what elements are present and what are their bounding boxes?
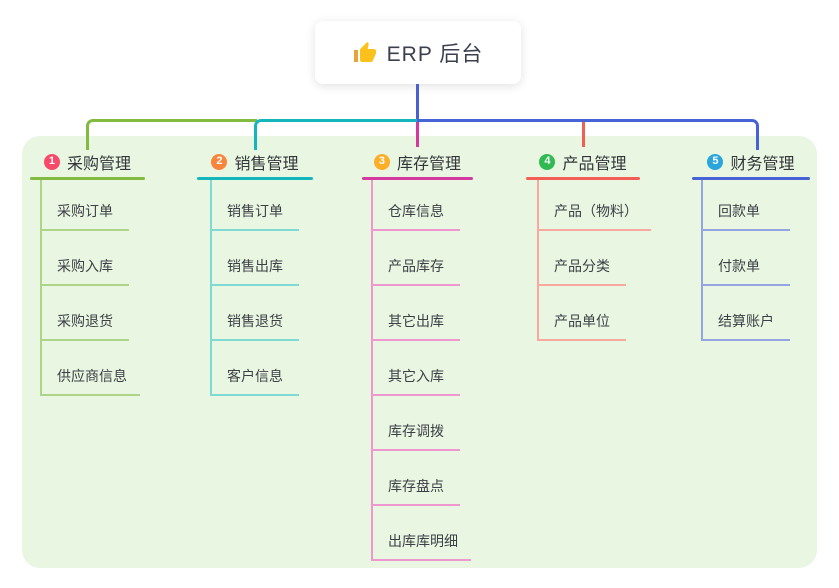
child-node[interactable]: 采购订单 [42,180,129,231]
child-node[interactable]: 采购入库 [42,231,129,286]
branch-2: 2 销售管理销售订单销售出库销售退货客户信息 [197,146,313,396]
child-node-label: 产品库存 [388,258,444,274]
root-node[interactable]: ERP 后台 [315,21,521,84]
branch-4-connector [582,122,585,147]
child-node-label: 结算账户 [718,313,774,329]
child-node-label: 付款单 [718,258,760,274]
child-node-label: 产品（物料） [554,203,638,219]
child-node[interactable]: 客户信息 [212,341,299,396]
branch-underline [197,177,313,180]
branch-children: 采购订单采购入库采购退货供应商信息 [40,180,140,396]
branch-2-node[interactable]: 2 销售管理 [197,146,313,177]
child-node[interactable]: 结算账户 [703,286,790,341]
branch-number-badge: 3 [373,153,390,170]
child-node[interactable]: 付款单 [703,231,790,286]
child-node[interactable]: 供应商信息 [42,341,140,396]
child-node[interactable]: 回款单 [703,180,790,231]
branch-number-badge: 1 [43,153,60,170]
branch-3: 3 库存管理仓库信息产品库存其它出库其它入库库存调拨库存盘点出库库明细 [362,146,473,561]
child-node-label: 其它出库 [388,313,444,329]
child-node-label: 销售出库 [227,258,283,274]
branch-1-connector [86,119,257,150]
branch-2-connector [254,119,420,150]
mindmap-panel [22,136,817,568]
branch-underline [362,177,473,180]
child-node-label: 采购退货 [57,313,113,329]
branch-children: 回款单付款单结算账户 [701,180,790,341]
child-node[interactable]: 库存盘点 [373,451,460,506]
branch-1-node[interactable]: 1 采购管理 [30,146,145,177]
branch-3-connector [416,122,419,147]
child-node-label: 供应商信息 [57,368,127,384]
branch-5-node[interactable]: 5 财务管理 [692,146,810,177]
branch-4: 4 产品管理产品（物料） 产品分类产品单位 [526,146,651,341]
child-node-label: 产品分类 [554,258,610,274]
branch-underline [526,177,640,180]
child-node-label: 销售退货 [227,313,283,329]
root-title: ERP 后台 [386,42,484,66]
branch-title: 财务管理 [730,155,795,173]
branch-underline [30,177,145,180]
branch-3-node[interactable]: 3 库存管理 [362,146,473,177]
child-node[interactable]: 库存调拨 [373,396,460,451]
root-stem-line [416,84,419,120]
thumbs-up-icon [353,41,376,62]
branch-number-badge: 2 [211,153,228,170]
branch-children: 仓库信息产品库存其它出库其它入库库存调拨库存盘点出库库明细 [371,180,471,561]
branch-title: 库存管理 [396,155,461,173]
branch-children: 产品（物料） 产品分类产品单位 [537,180,651,341]
branch-underline [692,177,810,180]
child-node[interactable]: 出库库明细 [373,506,471,561]
branch-5: 5 财务管理回款单付款单结算账户 [692,146,810,341]
child-node-label: 出库库明细 [388,533,458,549]
child-node-label: 采购入库 [57,258,113,274]
child-node[interactable]: 销售出库 [212,231,299,286]
child-node-label: 采购订单 [57,203,113,219]
child-node[interactable]: 销售订单 [212,180,299,231]
child-node[interactable]: 产品分类 [539,231,626,286]
branch-title: 销售管理 [234,155,299,173]
branch-title: 采购管理 [66,155,131,173]
child-node-label: 其它入库 [388,368,444,384]
child-node-label: 产品单位 [554,313,610,329]
child-node[interactable]: 其它出库 [373,286,460,341]
child-node[interactable]: 产品库存 [373,231,460,286]
child-node[interactable]: 产品单位 [539,286,626,341]
branch-5-connector [417,119,759,150]
branch-number-badge: 5 [707,153,724,170]
child-node-label: 回款单 [718,203,760,219]
child-node-label: 客户信息 [227,368,283,384]
branch-children: 销售订单销售出库销售退货客户信息 [210,180,299,396]
branch-title: 产品管理 [562,155,627,173]
child-node[interactable]: 采购退货 [42,286,129,341]
child-node[interactable]: 其它入库 [373,341,460,396]
child-node-label: 仓库信息 [388,203,444,219]
child-node-label: 销售订单 [227,203,283,219]
child-node[interactable]: 仓库信息 [373,180,460,231]
child-node-label: 库存调拨 [388,423,444,439]
branch-number-badge: 4 [539,153,556,170]
child-node[interactable]: 产品（物料） [539,180,651,231]
child-node-label: 库存盘点 [388,478,444,494]
child-node[interactable]: 销售退货 [212,286,299,341]
branch-1: 1 采购管理采购订单采购入库采购退货供应商信息 [30,146,145,396]
branch-4-node[interactable]: 4 产品管理 [526,146,640,177]
